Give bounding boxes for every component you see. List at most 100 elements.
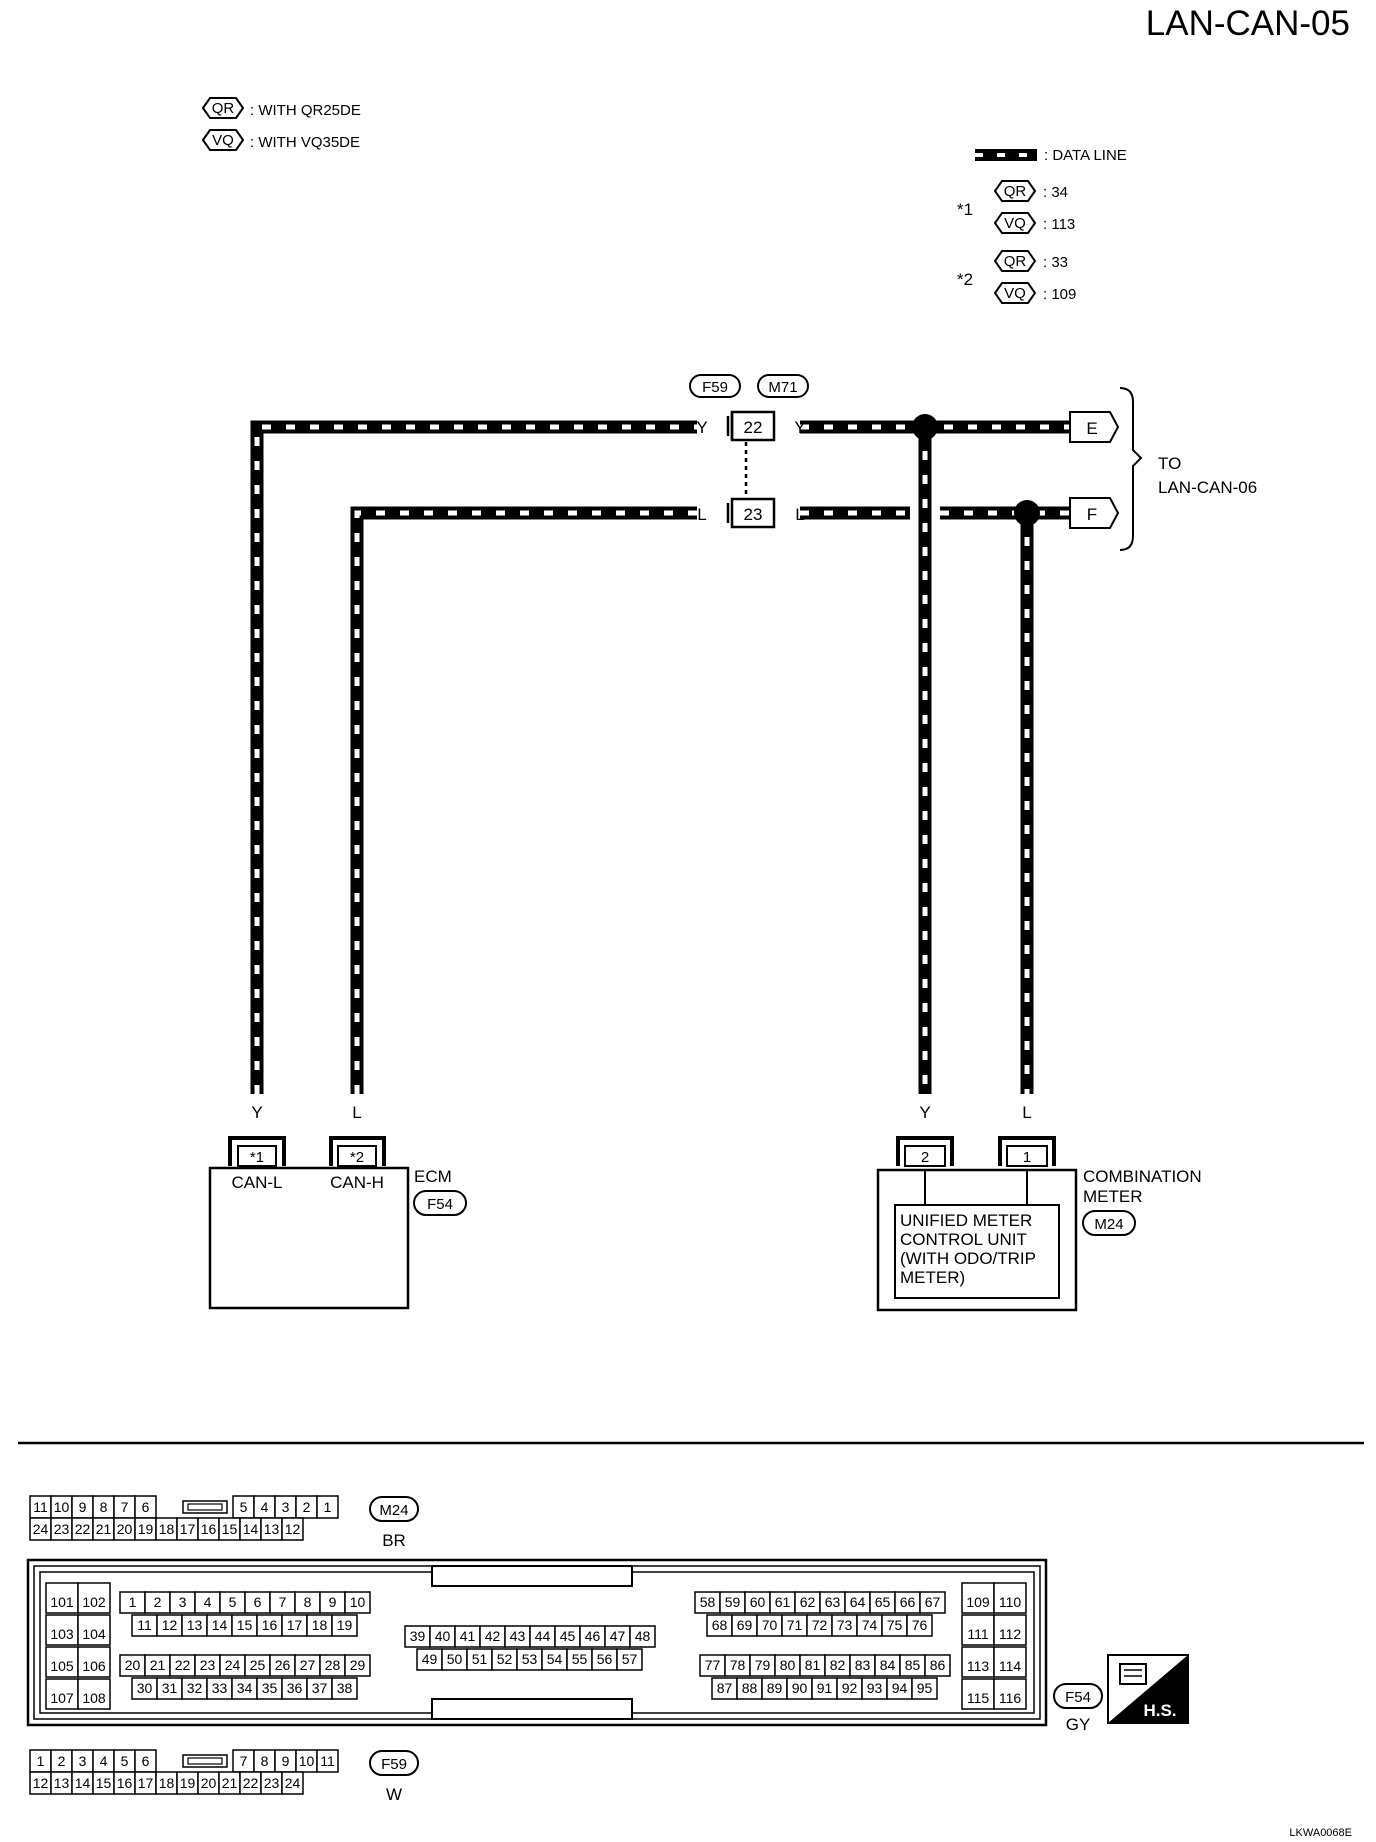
f54-pin-20: 20 (119, 1654, 146, 1677)
f54-pin-65: 65 (869, 1591, 896, 1614)
svg-text:F59: F59 (702, 379, 728, 396)
svg-text:53: 53 (522, 1651, 538, 1667)
svg-text:81: 81 (805, 1657, 821, 1673)
svg-text:114: 114 (999, 1658, 1022, 1674)
svg-text:69: 69 (737, 1617, 753, 1633)
f54-pin-71: 71 (781, 1614, 808, 1637)
destination-target: LAN-CAN-06 (1158, 478, 1257, 497)
f54-pin-108: 108 (77, 1678, 111, 1710)
f54-pin-52: 52 (491, 1648, 518, 1671)
svg-text:112: 112 (999, 1626, 1022, 1642)
f54-pin-102: 102 (77, 1582, 111, 1614)
svg-text:9: 9 (282, 1753, 290, 1769)
wire-color-l-left: L (697, 505, 706, 524)
f54-pin-69: 69 (731, 1614, 758, 1637)
can-h-wire (350, 506, 1070, 1094)
svg-text:111: 111 (967, 1626, 988, 1642)
f54-pin-53: 53 (516, 1648, 543, 1671)
m24-pin-15: 15 (218, 1517, 241, 1541)
svg-text:12: 12 (33, 1775, 49, 1791)
f54-pin-22: 22 (169, 1654, 196, 1677)
connector-symbol-icon (1119, 1663, 1147, 1685)
f54-pin-17: 17 (281, 1614, 308, 1637)
svg-text:F59: F59 (381, 1756, 407, 1773)
svg-text:34: 34 (237, 1680, 253, 1696)
svg-text:116: 116 (999, 1690, 1022, 1706)
svg-text:47: 47 (610, 1628, 626, 1644)
note2-vq-value: : 109 (1043, 286, 1076, 303)
svg-text:67: 67 (925, 1594, 941, 1610)
svg-text:107: 107 (50, 1690, 74, 1706)
f54-pin-116: 116 (993, 1678, 1027, 1710)
m24-pin-24: 24 (29, 1517, 52, 1541)
f54-pin-72: 72 (806, 1614, 833, 1637)
svg-text:103: 103 (50, 1626, 74, 1642)
svg-text:49: 49 (422, 1651, 438, 1667)
svg-text:10: 10 (54, 1499, 70, 1515)
f54-pin-29: 29 (344, 1654, 371, 1677)
note1-star: *1 (957, 200, 973, 219)
f54-pin-48: 48 (629, 1625, 656, 1648)
svg-text:95: 95 (917, 1680, 933, 1696)
junction-tag-f59: F59 (689, 374, 741, 398)
svg-text:90: 90 (792, 1680, 808, 1696)
f54-pin-64: 64 (844, 1591, 871, 1614)
note1-qr-value: : 34 (1043, 184, 1068, 201)
svg-text:41: 41 (460, 1628, 476, 1644)
junction-pin-23: 23 (726, 497, 776, 529)
f54-pin-7: 7 (269, 1591, 296, 1614)
svg-text:106: 106 (82, 1658, 106, 1674)
svg-text:27: 27 (300, 1657, 316, 1673)
m24-pin-5: 5 (232, 1495, 255, 1519)
f54-pin-78: 78 (724, 1654, 751, 1677)
f59-pin-19: 19 (176, 1771, 199, 1795)
svg-text:62: 62 (800, 1594, 816, 1610)
f54-pin-34: 34 (231, 1677, 258, 1700)
svg-text:68: 68 (712, 1617, 728, 1633)
image-code: LKWA0068E (1289, 1827, 1352, 1839)
svg-text:15: 15 (96, 1775, 112, 1791)
svg-text:1: 1 (129, 1594, 137, 1610)
svg-text:6: 6 (254, 1594, 262, 1610)
f54-pin-51: 51 (466, 1648, 493, 1671)
svg-text:21: 21 (96, 1521, 112, 1537)
m24-pin-2: 2 (295, 1495, 318, 1519)
f59-pin-4: 4 (92, 1749, 115, 1773)
svg-text:77: 77 (705, 1657, 721, 1673)
svg-text:115: 115 (967, 1690, 990, 1706)
unified-meter-control-unit (894, 1204, 1060, 1299)
svg-text:24: 24 (33, 1521, 49, 1537)
svg-text:24: 24 (225, 1657, 241, 1673)
svg-text:108: 108 (82, 1690, 106, 1706)
f54-pin-112: 112 (993, 1614, 1027, 1646)
destination-brace (1119, 387, 1143, 551)
page-title: LAN-CAN-05 (1146, 4, 1350, 43)
f54-pin-63: 63 (819, 1591, 846, 1614)
note2-qr-value: : 33 (1043, 254, 1068, 271)
svg-text:4: 4 (204, 1594, 212, 1610)
svg-text:113: 113 (967, 1658, 990, 1674)
svg-text:3: 3 (282, 1499, 290, 1515)
f54-pin-70: 70 (756, 1614, 783, 1637)
f54-pin-61: 61 (769, 1591, 796, 1614)
svg-text:75: 75 (887, 1617, 903, 1633)
svg-text:93: 93 (867, 1680, 883, 1696)
destination-arrows: E F TO LAN-CAN-06 (1069, 387, 1257, 551)
svg-text:17: 17 (180, 1521, 196, 1537)
f54-pin-54: 54 (541, 1648, 568, 1671)
unit-line-3: (WITH ODO/TRIP (900, 1249, 1036, 1268)
m24-pin-19: 19 (134, 1517, 157, 1541)
svg-text:88: 88 (742, 1680, 758, 1696)
f54-pin-83: 83 (849, 1654, 876, 1677)
svg-text:19: 19 (337, 1617, 353, 1633)
f54-pin-107: 107 (45, 1678, 79, 1710)
f54-pin-28: 28 (319, 1654, 346, 1677)
svg-text:25: 25 (250, 1657, 266, 1673)
svg-text:14: 14 (212, 1617, 228, 1633)
svg-text:22: 22 (744, 418, 763, 437)
svg-text:12: 12 (285, 1521, 301, 1537)
meter-name-1: COMBINATION (1083, 1167, 1202, 1186)
f54-pin-37: 37 (306, 1677, 333, 1700)
